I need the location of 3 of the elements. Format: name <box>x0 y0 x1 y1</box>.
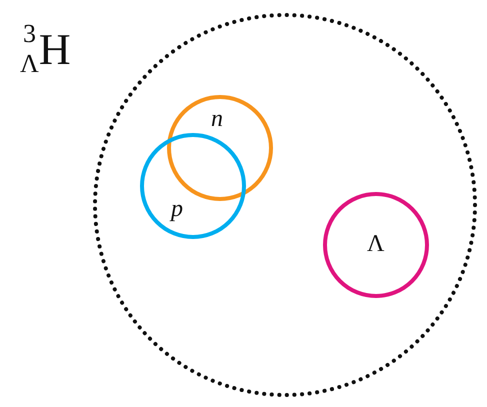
particle-label: p <box>171 197 183 221</box>
particle-label: n <box>211 107 223 131</box>
particle-label: Λ <box>367 232 384 256</box>
